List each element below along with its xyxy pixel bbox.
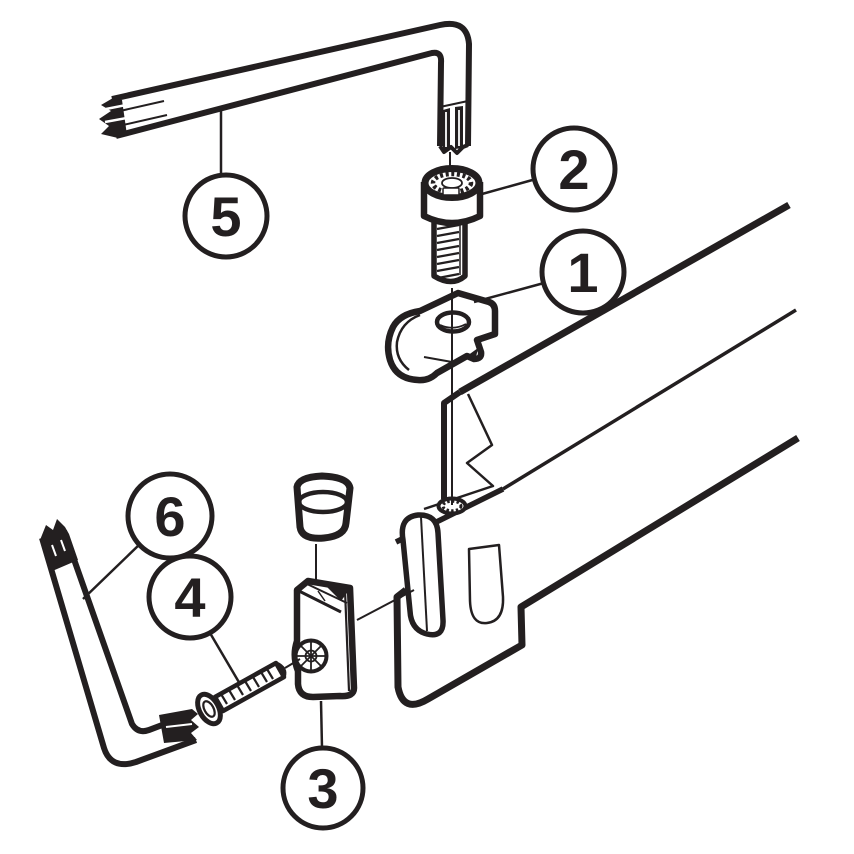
cartridge-screw-threads: [220, 668, 274, 705]
cartridge-screw: [195, 658, 301, 727]
key-outer-edge: [39, 537, 198, 768]
top-clamp: [384, 289, 499, 384]
screw-socket-highlight: [442, 187, 460, 196]
holder-front-top-edge: [502, 308, 797, 491]
callout-leader-3: [319, 700, 324, 749]
wrench-flute-line-1: [119, 100, 165, 112]
torx-key-small: [39, 519, 199, 768]
holder-top-edge: [458, 201, 791, 396]
callout-circle-6: [125, 471, 215, 561]
callout-label-5: 5: [210, 185, 241, 248]
callout-1: 1: [539, 228, 627, 316]
cartridge: [291, 577, 358, 701]
callout-circle-2: [530, 125, 618, 213]
wrench-inner-edge: [115, 49, 445, 147]
cartridge-notch: [317, 590, 326, 602]
callout-leader-1: [473, 281, 545, 304]
callout-circle-1: [539, 228, 627, 316]
holder-bottom-edge: [393, 435, 800, 708]
toolholder-body: [356, 201, 800, 708]
slot-axis-line: [356, 589, 415, 621]
cartridge-finger-edge: [298, 589, 342, 614]
key-inner-edge: [61, 530, 196, 735]
callout-label-1: 1: [567, 241, 598, 304]
wrench-flute-line-2: [122, 114, 168, 126]
insert: [293, 472, 354, 542]
callout-circle-5: [182, 172, 270, 260]
callout-circle-3: [280, 745, 366, 831]
callout-leader-2: [481, 177, 537, 196]
callout-label-6: 6: [154, 485, 185, 548]
callout-3: 3: [280, 745, 366, 831]
callouts: 1 2 3 4 5 6: [82, 111, 627, 831]
wrench-chamfer-line: [439, 100, 469, 108]
callout-4: 4: [146, 553, 234, 641]
holder-slot-rail: [399, 512, 446, 638]
key-torx-tip-top: [40, 519, 78, 572]
cartridge-hole-hatch: [297, 642, 325, 670]
cartridge-screw-tip: [275, 661, 287, 678]
callout-6: 6: [125, 471, 215, 561]
callout-label-4: 4: [174, 566, 205, 629]
clamp-side-arc: [395, 313, 421, 371]
cartridge-finger-wedge: [327, 587, 350, 601]
callout-label-3: 3: [307, 757, 338, 820]
callout-circle-4: [146, 553, 234, 641]
callout-label-2: 2: [558, 138, 589, 201]
callout-leader-6: [82, 542, 142, 600]
wrench-outer-edge: [111, 20, 472, 147]
wrench-tip-jag: [438, 143, 469, 155]
clamp-outline: [384, 289, 499, 384]
clamp-screw: [420, 152, 484, 285]
cartridge-screw-head-inner: [202, 700, 216, 718]
clamp-nose-tip: [467, 348, 478, 362]
holder-pocket-wall: [441, 389, 462, 499]
cartridge-corner-line: [343, 589, 351, 692]
torx-wrench-large: [99, 20, 472, 155]
callout-5: 5: [182, 172, 270, 260]
insert-top-face: [296, 489, 350, 515]
holder-notch-step: [423, 393, 495, 511]
holder-slot-rear-rail: [467, 543, 505, 625]
cartridge-screw-axis: [284, 658, 301, 669]
callout-2: 2: [530, 125, 618, 213]
callout-leader-4: [208, 632, 242, 685]
holder-slot-rail-line: [420, 516, 428, 632]
